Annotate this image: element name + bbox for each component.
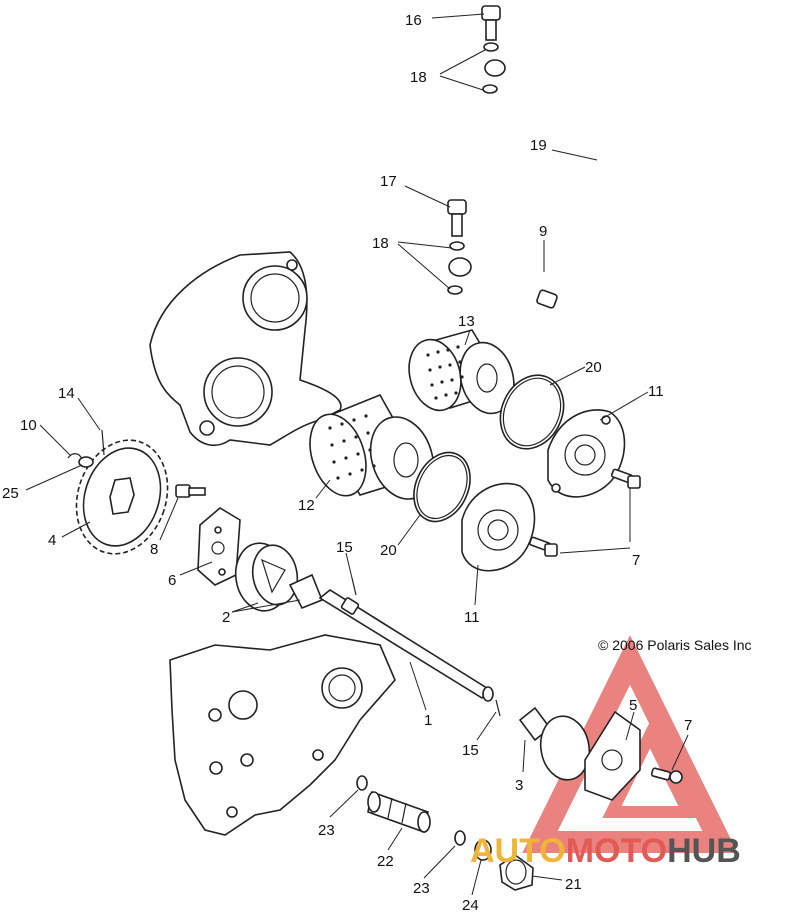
callout-18-upper: 18 xyxy=(410,69,427,86)
watermark-text: AUTOMOTOHUB xyxy=(470,832,741,870)
callout-21: 21 xyxy=(565,876,582,893)
watermark-moto: MOTO xyxy=(566,832,667,870)
callout-5: 5 xyxy=(629,697,637,714)
callout-10: 10 xyxy=(20,417,37,434)
callout-12: 12 xyxy=(298,497,315,514)
watermark-auto: AUTO xyxy=(470,832,566,870)
callout-9: 9 xyxy=(539,223,547,240)
callout-15-upper: 15 xyxy=(336,539,353,556)
banjo-bolt-16 xyxy=(481,5,506,94)
callout-8: 8 xyxy=(150,541,158,558)
plug-21 xyxy=(499,854,534,891)
oil-line-19 xyxy=(477,41,606,309)
bolt-7-pump xyxy=(650,767,683,784)
pump-rotor-3 xyxy=(518,706,591,781)
callout-24: 24 xyxy=(462,897,479,913)
callout-6: 6 xyxy=(168,572,176,589)
callout-23-lower: 23 xyxy=(413,880,430,897)
callout-13: 13 xyxy=(458,313,475,330)
callout-17: 17 xyxy=(380,173,397,190)
o-ring-20-upper xyxy=(499,374,565,450)
callout-labels: 16 18 19 17 18 9 13 20 11 14 10 25 4 12 … xyxy=(2,12,692,913)
leader-lines xyxy=(25,13,689,896)
callout-11-lower: 11 xyxy=(464,609,480,626)
o-ring-23-a xyxy=(356,775,368,791)
callout-18-lower: 18 xyxy=(372,235,389,252)
callout-15-lower: 15 xyxy=(462,742,479,759)
callout-3: 3 xyxy=(515,777,523,794)
callout-11-upper: 11 xyxy=(648,383,664,400)
callout-22: 22 xyxy=(377,853,394,870)
bolt-7-upper xyxy=(610,468,641,489)
callout-4: 4 xyxy=(48,532,56,549)
pump-rotor-2 xyxy=(234,542,324,612)
callout-1: 1 xyxy=(424,712,432,729)
drive-gear-4 xyxy=(75,439,169,555)
oil-filter-13 xyxy=(408,329,515,415)
bolt-8 xyxy=(175,484,206,498)
callout-7-lower: 7 xyxy=(684,717,692,734)
callout-23-upper: 23 xyxy=(318,822,335,839)
o-ring-20-lower xyxy=(413,451,471,523)
pin-15-lower xyxy=(495,699,501,717)
pump-cover-5 xyxy=(584,710,641,801)
callout-16: 16 xyxy=(405,12,422,29)
upper-crankcase xyxy=(149,251,342,447)
washer-24 xyxy=(474,839,492,861)
pin-14 xyxy=(101,429,105,456)
plate-6 xyxy=(197,507,241,586)
banjo-bolt-17 xyxy=(447,199,472,295)
callout-20-lower: 20 xyxy=(380,542,397,559)
callout-7-upper: 7 xyxy=(632,552,640,569)
filter-cover-11-lower xyxy=(461,482,536,572)
pump-shaft-1 xyxy=(318,589,494,702)
callout-19: 19 xyxy=(530,137,547,154)
pin-15-upper xyxy=(351,577,357,596)
callout-20-upper: 20 xyxy=(585,359,602,376)
callout-2: 2 xyxy=(222,609,230,626)
o-ring-23-b xyxy=(454,830,466,846)
washer-25 xyxy=(78,456,94,468)
bolt-7-lower xyxy=(528,536,558,557)
filter-cover-11-upper xyxy=(547,409,626,498)
callout-25: 25 xyxy=(2,485,19,502)
watermark-hub: HUB xyxy=(667,832,741,870)
relief-valve-22 xyxy=(367,790,431,834)
copyright-notice: © 2006 Polaris Sales Inc xyxy=(598,637,752,653)
lower-crankcase xyxy=(169,634,396,836)
callout-14: 14 xyxy=(58,385,75,402)
